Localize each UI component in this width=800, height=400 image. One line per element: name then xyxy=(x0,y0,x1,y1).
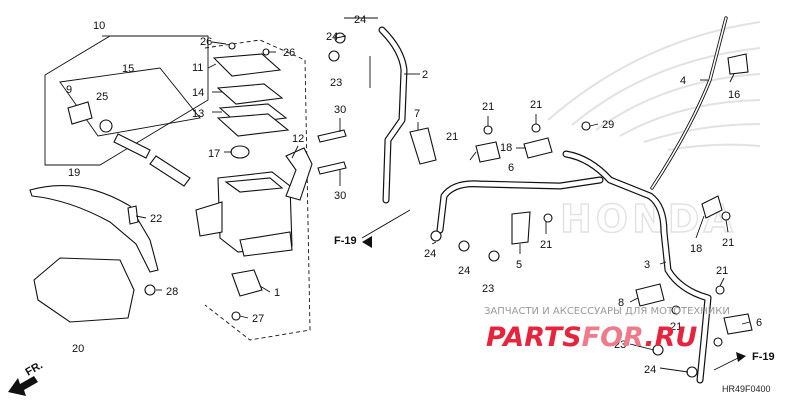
circlip-25 xyxy=(99,119,113,133)
joint-8 xyxy=(635,283,665,307)
bolt-30 xyxy=(317,129,347,143)
callouts: 10 26 26 15 11 9 25 14 13 17 12 19 22 28… xyxy=(66,14,762,376)
piston-boot-9 xyxy=(67,101,93,125)
callout-6: 6 xyxy=(508,162,514,174)
brake-lever xyxy=(29,185,159,273)
spring-icon xyxy=(149,155,191,187)
callout-18: 18 xyxy=(690,243,702,255)
callout-27: 27 xyxy=(252,313,264,325)
assembly-box-15 xyxy=(59,67,201,137)
callout-21: 21 xyxy=(670,321,682,333)
callout-15: 15 xyxy=(122,63,134,75)
callout-14: 14 xyxy=(192,87,204,99)
callout-26: 26 xyxy=(200,36,212,48)
callout-6: 6 xyxy=(756,317,762,329)
brake-switch xyxy=(231,269,263,297)
callout-16: 16 xyxy=(728,89,740,101)
ref-label-f19: F-19 xyxy=(752,351,775,363)
clip-5 xyxy=(511,211,531,245)
bracket-16 xyxy=(727,53,749,75)
callout-25: 25 xyxy=(96,91,108,103)
callout-21: 21 xyxy=(722,237,734,249)
piston-icon xyxy=(113,133,151,159)
callout-26: 26 xyxy=(283,47,295,59)
callout-10: 10 xyxy=(93,20,105,32)
cap-screw-icon xyxy=(228,42,236,50)
callout-22: 22 xyxy=(150,213,162,225)
honda-wing-logo xyxy=(547,21,761,151)
callout-5: 5 xyxy=(516,259,522,271)
front-arrow-icon xyxy=(8,376,38,396)
brand-watermark: PARTSFOR.RU xyxy=(486,322,697,353)
clip-18 xyxy=(523,137,553,159)
lever-cover xyxy=(33,257,135,323)
callout-30: 30 xyxy=(334,190,346,202)
callout-28: 28 xyxy=(166,286,178,298)
brand-for: FOR xyxy=(582,322,645,353)
callout-24: 24 xyxy=(354,14,366,26)
callout-18: 18 xyxy=(500,142,512,154)
ref-arrow-icon xyxy=(736,352,746,362)
callout-24: 24 xyxy=(326,31,338,43)
brand-parts: PARTS xyxy=(486,322,582,353)
callout-24: 24 xyxy=(458,265,470,277)
callout-24: 24 xyxy=(424,248,436,260)
part-code: HR49F0400 xyxy=(722,384,771,394)
ref-arrow-icon xyxy=(362,236,372,248)
callout-11: 11 xyxy=(192,62,203,74)
pivot-bolt-22 xyxy=(127,205,139,225)
callout-3: 3 xyxy=(644,259,650,271)
callout-20: 20 xyxy=(72,343,84,355)
callout-23: 23 xyxy=(614,339,626,351)
clip-6 xyxy=(475,141,501,163)
callout-21: 21 xyxy=(482,101,494,113)
master-cylinder-clamp xyxy=(285,147,313,201)
joint-6 xyxy=(723,313,753,335)
callout-19: 19 xyxy=(68,167,80,179)
master-cylinder-body xyxy=(195,171,293,257)
callout-21: 21 xyxy=(540,239,552,251)
callout-23: 23 xyxy=(482,283,494,295)
callout-8: 8 xyxy=(618,297,624,309)
boot-17 xyxy=(230,145,250,159)
callout-17: 17 xyxy=(208,148,220,160)
leader-lines xyxy=(102,17,751,373)
callout-4: 4 xyxy=(680,75,686,87)
callout-21: 21 xyxy=(446,131,458,143)
callout-7: 7 xyxy=(414,108,420,120)
nut-28 xyxy=(144,284,156,296)
callout-21: 21 xyxy=(530,99,542,111)
callout-30: 30 xyxy=(334,104,346,116)
screw-27 xyxy=(231,311,241,321)
callout-2: 2 xyxy=(422,69,428,81)
callout-12: 12 xyxy=(292,133,304,145)
hose-bracket-7 xyxy=(409,127,437,165)
callout-29: 29 xyxy=(602,119,614,131)
clip-18 xyxy=(701,195,723,219)
bolt-30 xyxy=(317,161,347,175)
master-cylinder-outline xyxy=(204,39,311,341)
reservoir-cap-assembly xyxy=(212,53,290,137)
callout-23: 23 xyxy=(330,77,342,89)
watermark-text: ЗАПЧАСТИ И АКСЕССУАРЫ ДЛЯ МОТОТЕХНИКИ xyxy=(484,306,730,317)
callout-13: 13 xyxy=(192,108,204,120)
callout-9: 9 xyxy=(66,84,72,96)
brand-ru: .RU xyxy=(644,322,697,353)
callout-1: 1 xyxy=(274,287,280,299)
callout-21: 21 xyxy=(716,265,728,277)
front-label: FR. xyxy=(24,359,45,378)
ref-label-f19: F-19 xyxy=(334,235,357,247)
callout-24: 24 xyxy=(644,364,656,376)
